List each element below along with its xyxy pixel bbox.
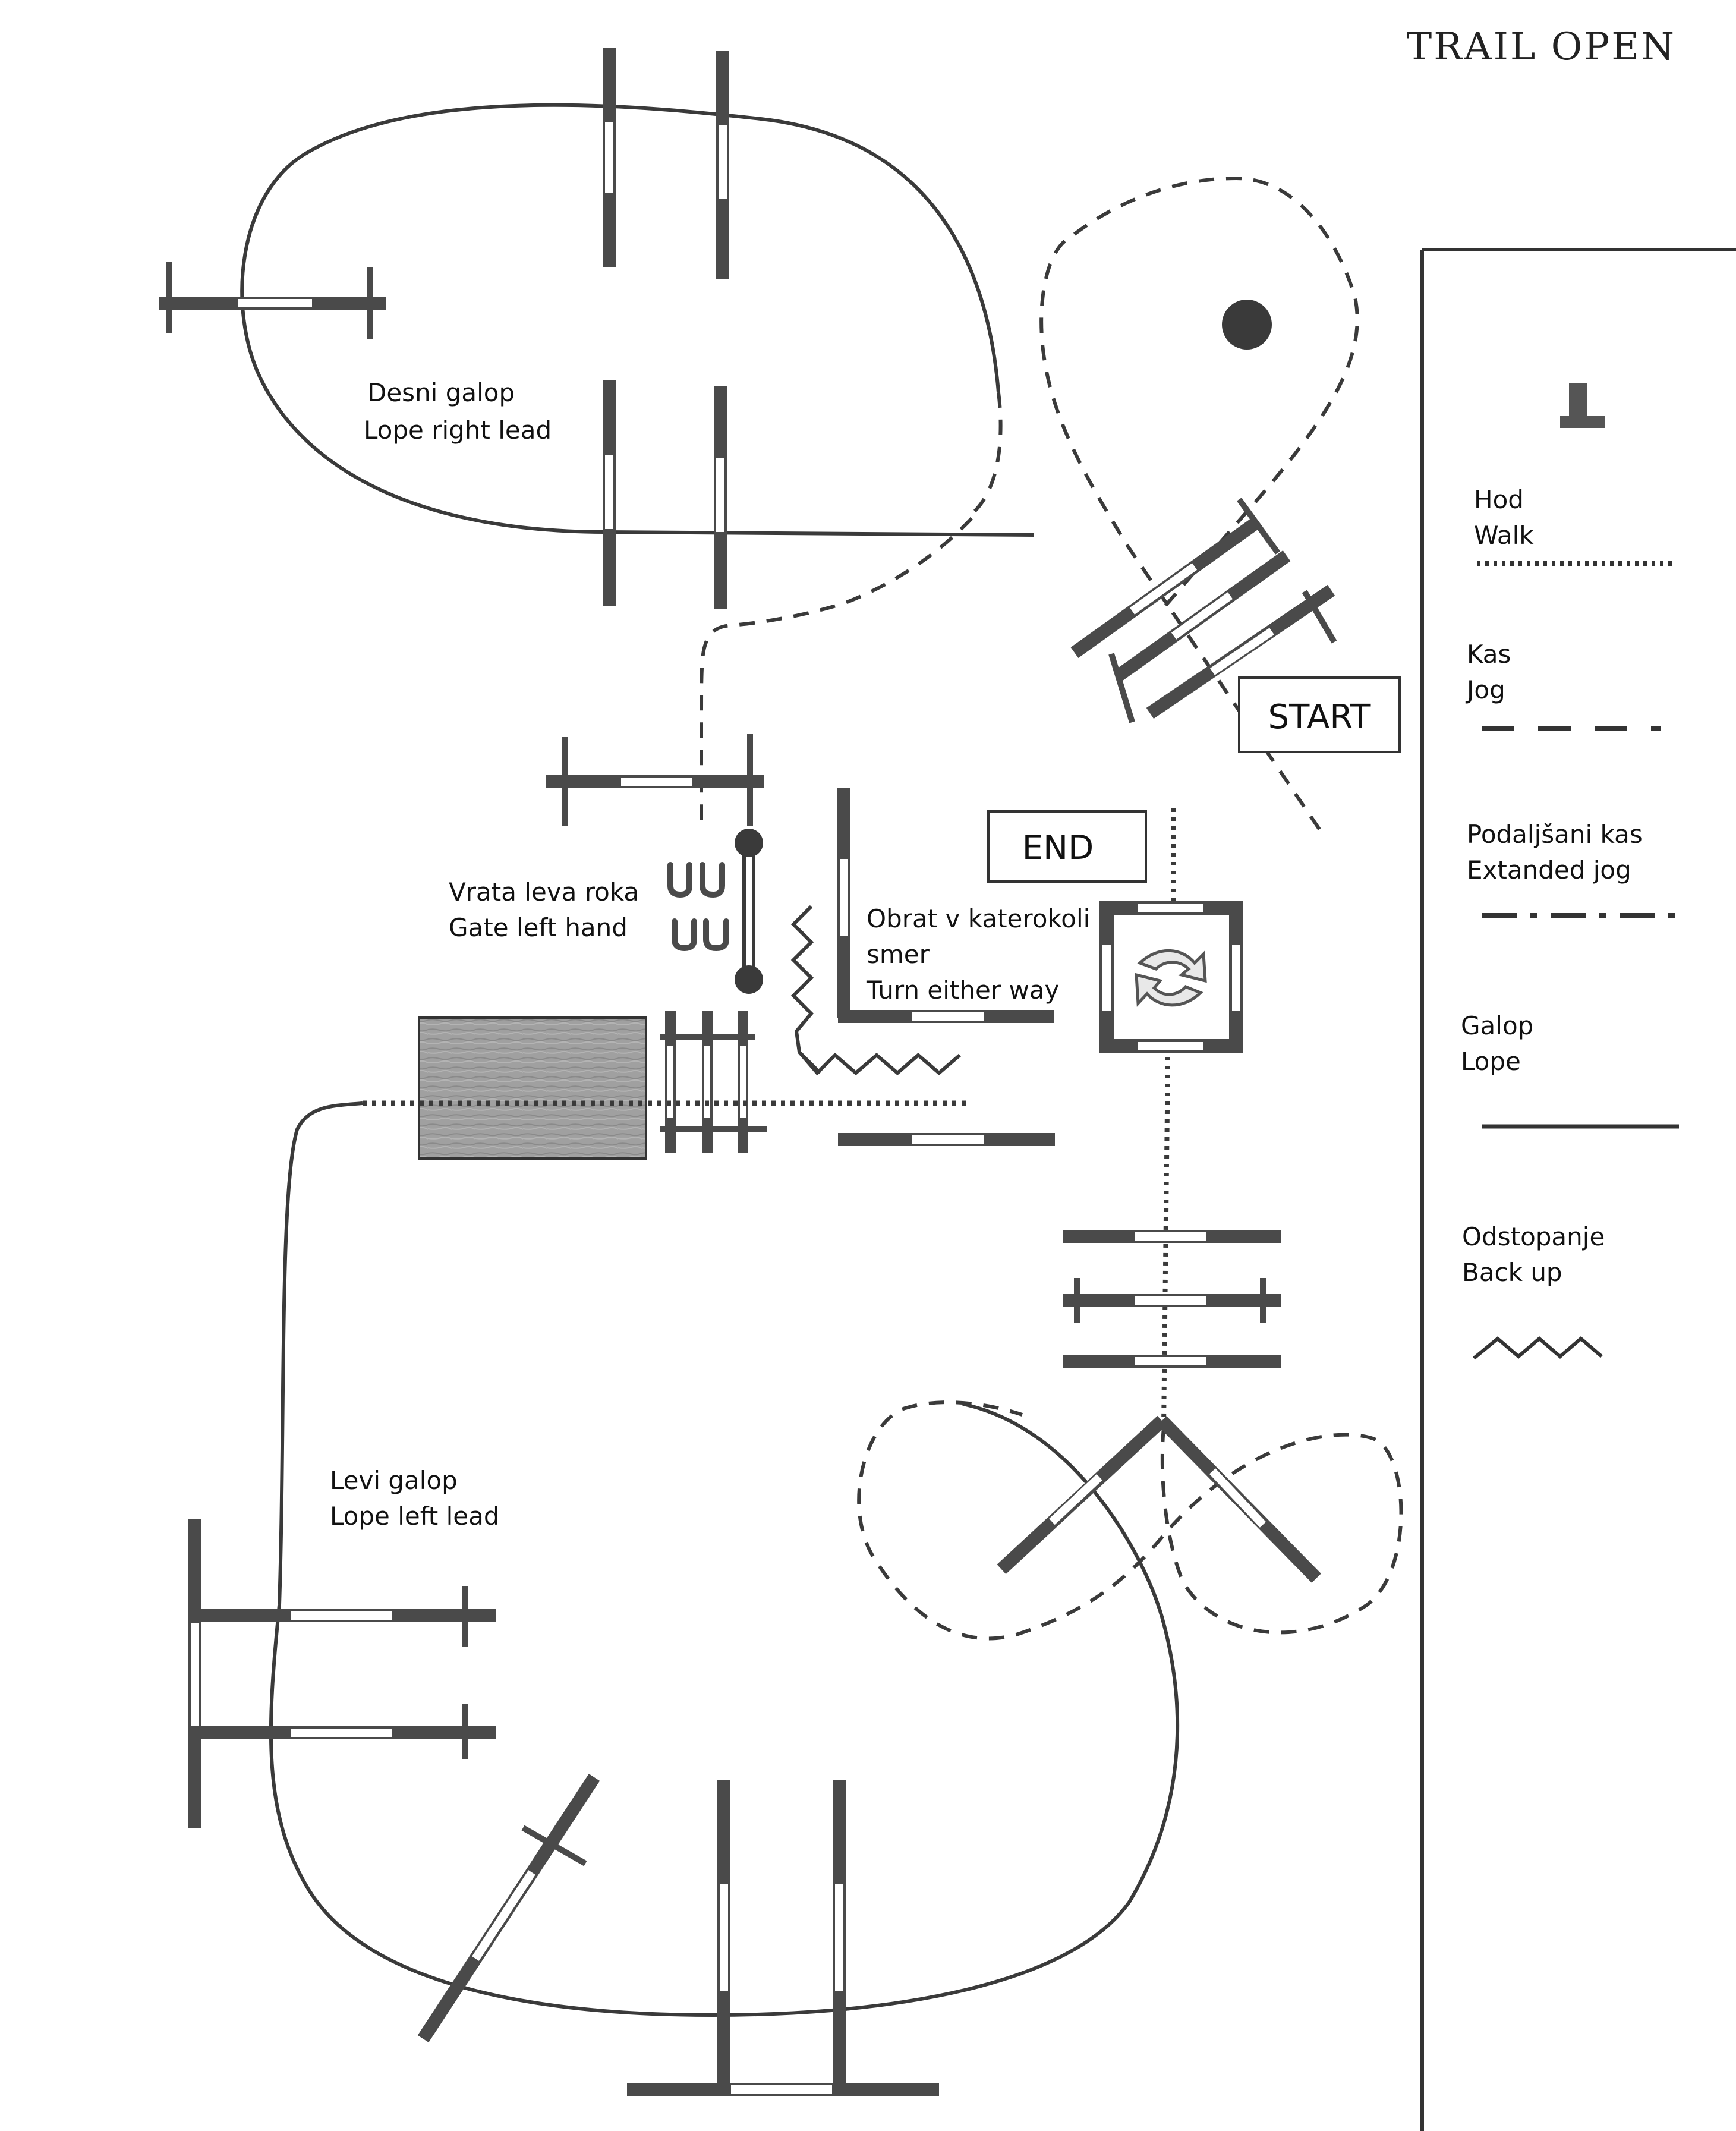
legend-walk-label-1: Hod (1474, 485, 1524, 514)
jog-path-to-gate-dashed (719, 520, 978, 629)
turn-label-3: Turn either way (866, 975, 1059, 1005)
jog-dashed-to-gate-visible (773, 522, 975, 623)
walk-over-poles (1063, 1230, 1281, 1368)
turn-box (1099, 901, 1243, 1053)
left-lead-label-2: Lope left lead (330, 1502, 500, 1531)
jog-gate-dashed (701, 520, 975, 636)
jog-path-gate (594, 535, 1034, 660)
legend-item-walk: Hod Walk (1474, 485, 1673, 566)
legend-item-lope: Galop Lope (1461, 1011, 1679, 1129)
legend-backup-label-2: Back up (1462, 1258, 1562, 1287)
right-lead-lope-path (240, 103, 1035, 537)
jog-gate-route-visible (725, 520, 978, 628)
mount-block-icon (1560, 383, 1605, 428)
right-lead-label-2: Lope right lead (364, 416, 552, 445)
legend-item-backup: Odstopanje Back up (1462, 1222, 1605, 1360)
jog-loop-top (1039, 176, 1359, 830)
cone-icon (667, 862, 729, 952)
gate-icon (735, 829, 763, 994)
legend-walk-label-2: Walk (1474, 521, 1534, 550)
jog-path-visible (719, 522, 975, 629)
jog-gate-route (707, 523, 975, 630)
jog-path-gate-dashed (767, 523, 975, 623)
bottom-diagonal-pole (417, 1773, 600, 2043)
end-marker: END (987, 810, 1147, 883)
jog-route-gate (706, 523, 984, 633)
jog-gate-approach (738, 520, 1010, 629)
gate-top-pole (546, 734, 764, 826)
left-t-poles (188, 1519, 496, 1828)
chevron-poles (997, 1415, 1321, 1583)
jog-to-gate-visible (698, 517, 987, 647)
legend-extended-label-2: Extanded jog (1467, 855, 1631, 884)
backup-zigzag (790, 905, 961, 1076)
turn-corridor (837, 788, 1054, 1023)
legend-extended-label-1: Podaljšani kas (1467, 820, 1643, 849)
jog-start-loop-to-gate (773, 523, 978, 624)
left-lead-label-1: Levi galop (330, 1466, 458, 1495)
turn-label-1: Obrat v katerokoli (867, 904, 1090, 933)
jog-path-loop-to-gate (700, 517, 973, 826)
bridge-icon (418, 1016, 647, 1160)
jog-path-drawn (773, 523, 975, 623)
course-title: TRAIL OPEN (1407, 25, 1676, 69)
bottom-vertical-poles (627, 1780, 939, 2096)
jog-figure-eight (857, 1400, 1403, 1641)
jog-visible (718, 522, 978, 629)
jog-dashed-path (697, 517, 975, 643)
jog-to-gate-path (303, 517, 981, 719)
legend-jog-label-1: Kas (1467, 640, 1511, 669)
jog-route-visible (727, 522, 978, 629)
jog-approach-gate (741, 522, 975, 624)
gate-label-2: Gate left hand (449, 913, 628, 942)
barrel-marker-icon (1222, 300, 1272, 350)
legend-jog-label-2: Jog (1465, 675, 1505, 704)
start-diagonal-poles (1070, 498, 1337, 723)
jog-route-to-gate (701, 520, 975, 639)
jog-course-to-gate (736, 523, 975, 627)
jog-dashed-route (731, 523, 975, 630)
jog-path-gate-approach (730, 522, 981, 624)
start-marker: START (1238, 676, 1401, 753)
jog-path-final (773, 523, 975, 623)
jog-path-to-gate (713, 517, 975, 648)
gate-label-1: Vrata leva roka (449, 877, 639, 906)
jog-dashed-start-gate (757, 523, 981, 622)
turn-label-2: smer (867, 940, 930, 969)
right-lead-label-1: Desni galop (367, 378, 515, 407)
legend-lope-label-2: Lope (1461, 1047, 1521, 1076)
grid-poles (660, 1011, 767, 1153)
legend-panel: Hod Walk Kas Jog Podaljšani kas Extanded… (1420, 248, 1736, 2131)
jog-route-gate-visible (716, 520, 981, 630)
start-label: START (1268, 698, 1372, 736)
rotate-arrows-icon (1135, 949, 1207, 1007)
jog-link-path (973, 392, 1003, 513)
legend-backup-label-1: Odstopanje (1462, 1222, 1605, 1251)
jog-gate-path (732, 520, 981, 628)
jog-line (705, 523, 975, 635)
legend-item-extended-jog: Podaljšani kas Extanded jog (1467, 820, 1676, 918)
jog-path-gate-visible (732, 522, 975, 627)
upper-vertical-poles (603, 48, 729, 609)
legend-item-jog: Kas Jog (1465, 640, 1661, 731)
left-lead-lope-path (269, 1101, 1180, 2017)
left-horizontal-pole (159, 262, 386, 339)
legend-lope-label-1: Galop (1461, 1011, 1533, 1040)
end-label: END (1022, 829, 1094, 867)
